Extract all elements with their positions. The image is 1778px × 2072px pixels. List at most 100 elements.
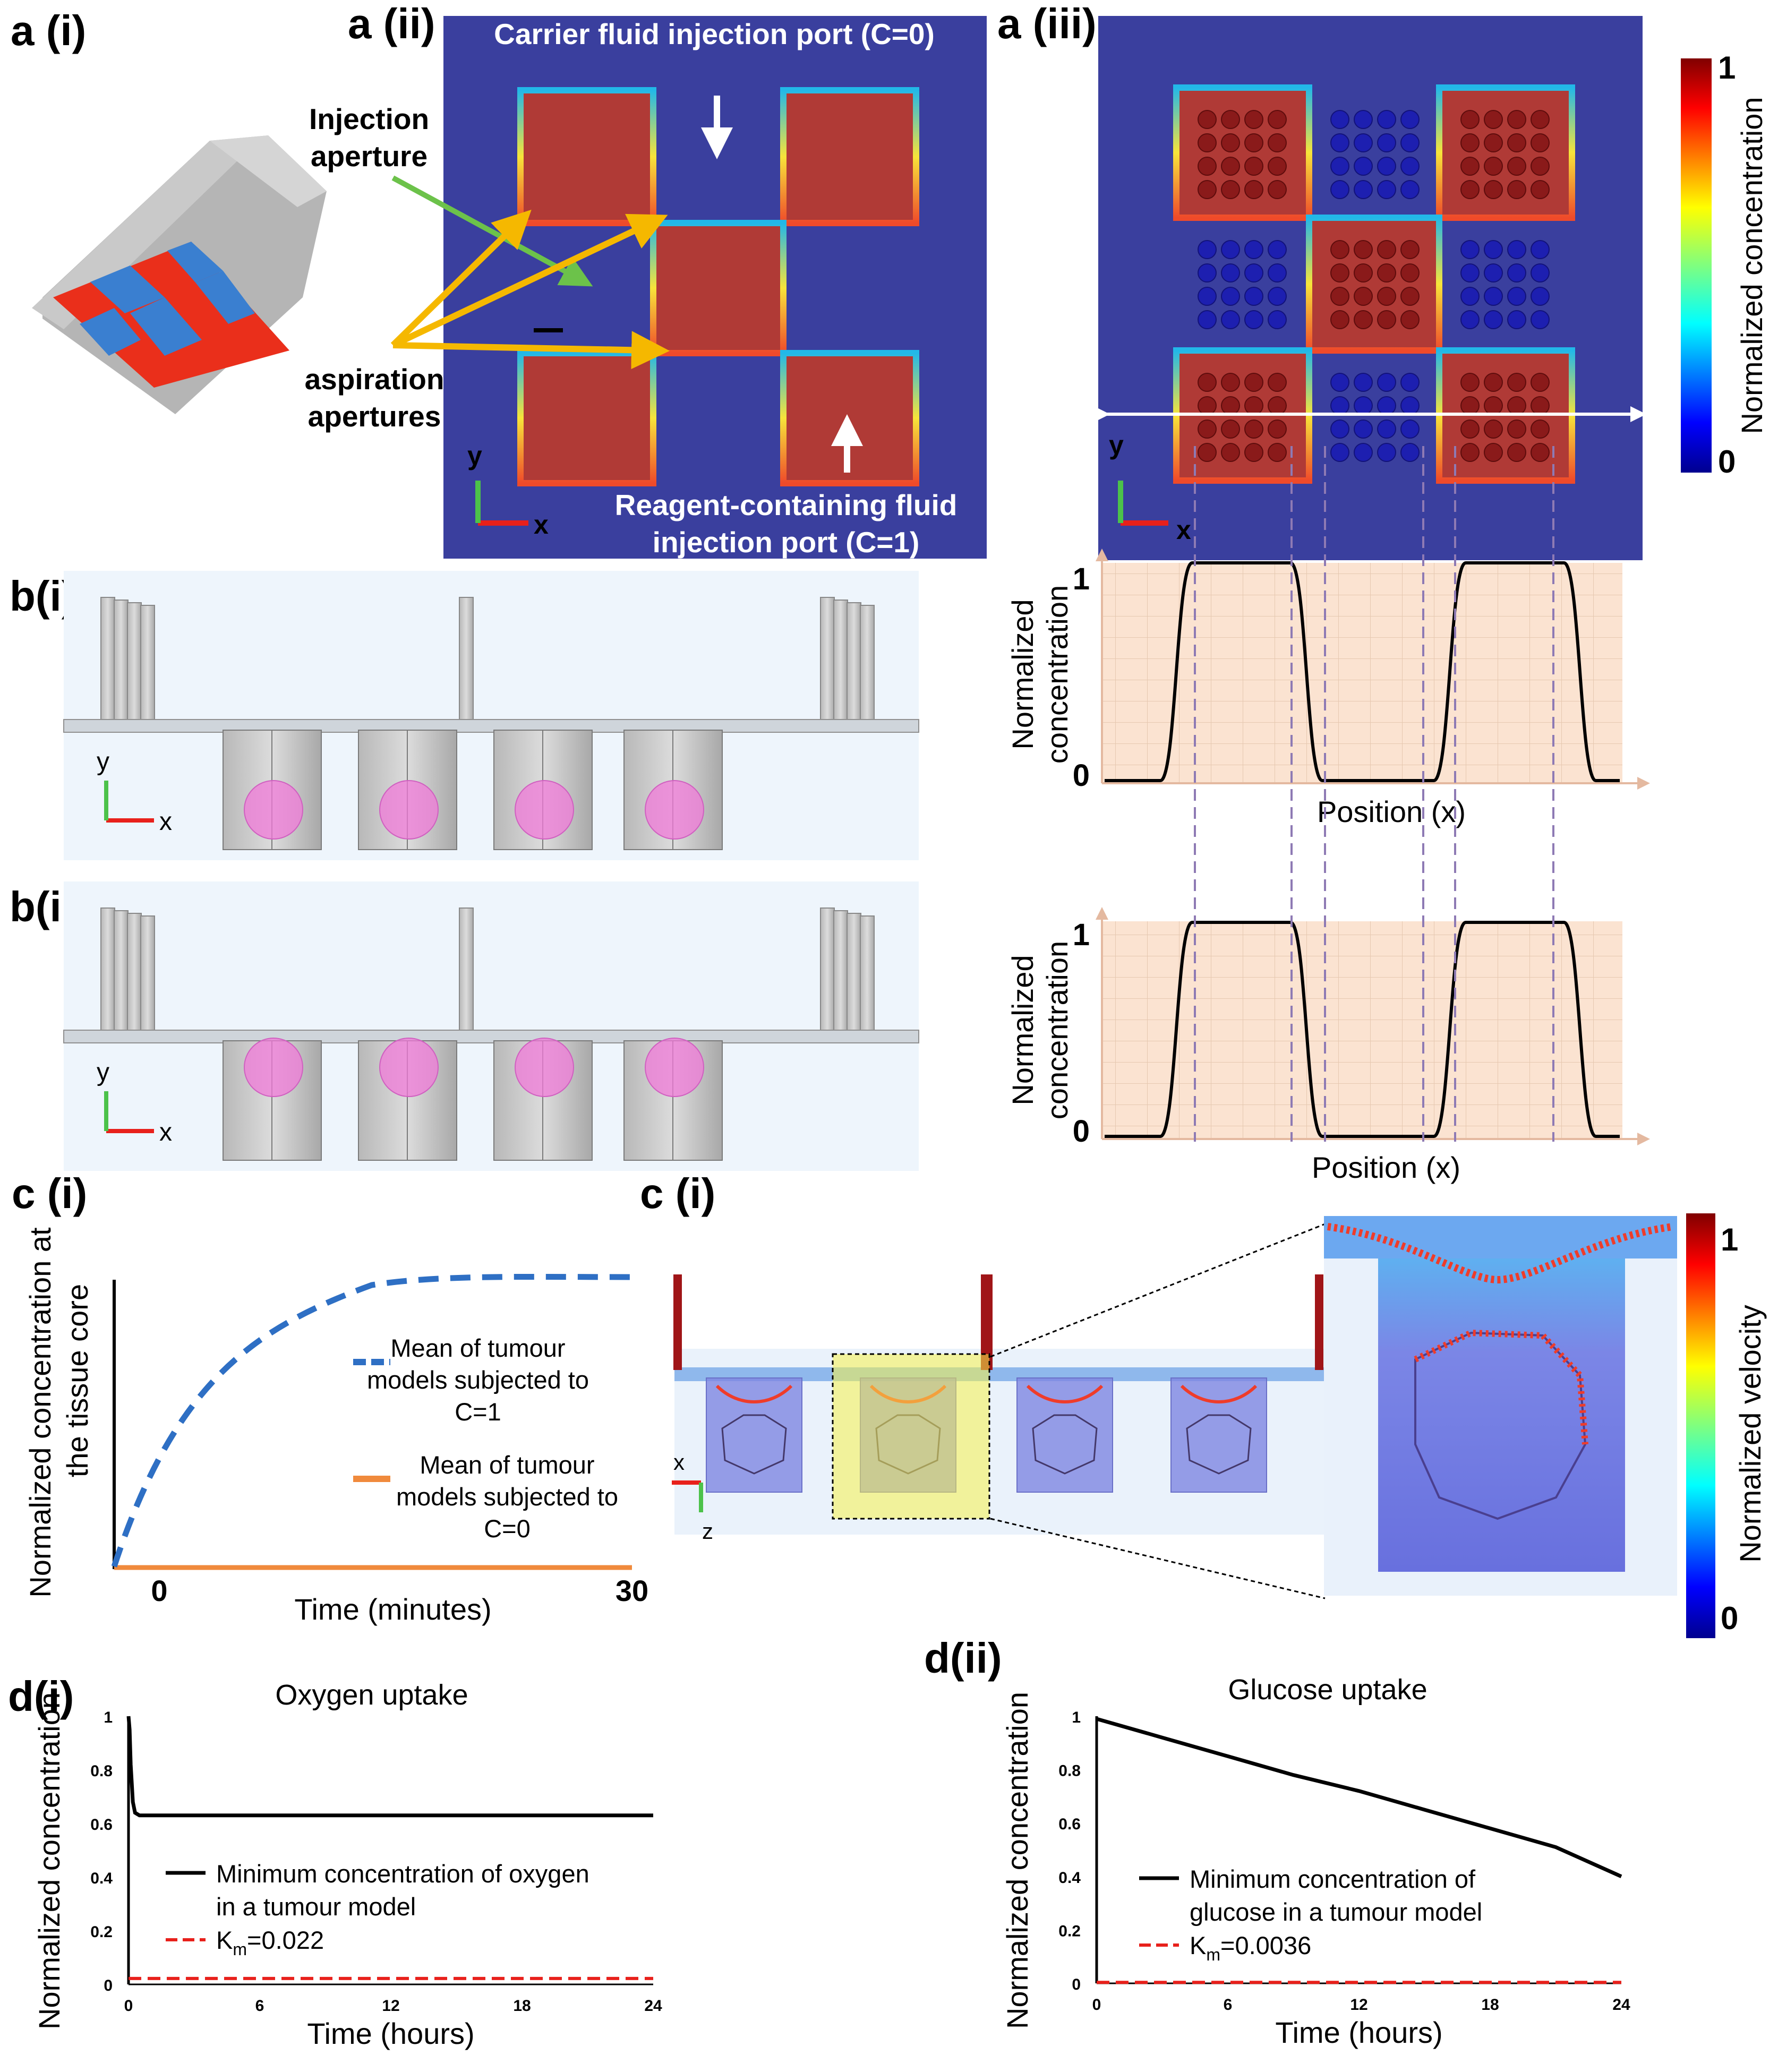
- well-dot: [1354, 287, 1373, 306]
- well-dot: [1354, 443, 1373, 462]
- tumour-spheroid: [244, 780, 303, 840]
- well-dot: [1198, 180, 1217, 199]
- well-dot: [1377, 287, 1396, 306]
- well-dot: [1244, 396, 1263, 415]
- well-dot: [1354, 180, 1373, 199]
- svg-text:1: 1: [1721, 1222, 1738, 1257]
- series-line-1: [126, 1716, 653, 1818]
- well-dot: [1198, 373, 1217, 392]
- well-dot: [1354, 110, 1373, 129]
- well-dot: [1400, 240, 1420, 259]
- well-dot: [1377, 396, 1396, 415]
- sim-map-a-iii: x y: [1094, 16, 1646, 560]
- pipette: [860, 605, 875, 723]
- tumour-spheroid: [645, 1038, 704, 1097]
- spheroid-outline: [1186, 1414, 1252, 1475]
- well-dot: [1354, 419, 1373, 439]
- axis-indicator-a-iii: x y: [1109, 430, 1191, 545]
- svg-text:Position (x): Position (x): [1317, 795, 1466, 828]
- well-dot: [1460, 133, 1480, 152]
- well-dot: [1330, 443, 1349, 462]
- well-dot: [1198, 240, 1217, 259]
- well-dot: [1531, 180, 1550, 199]
- svg-text:1: 1: [1073, 918, 1090, 952]
- well-dot: [1531, 287, 1550, 306]
- panel-label-c-i-right: c (i): [640, 1170, 715, 1217]
- well-dot: [1268, 419, 1287, 439]
- well-dot: [1221, 263, 1240, 282]
- well-dot: [1484, 310, 1503, 329]
- pipette: [100, 907, 115, 1033]
- well-dot: [1268, 310, 1287, 329]
- tumour-spheroid: [515, 780, 574, 840]
- x-tick-label: 6: [255, 1997, 264, 2015]
- well-dot: [1198, 263, 1217, 282]
- y-tick-label: 0.4: [1058, 1869, 1081, 1887]
- well-dot: [1244, 419, 1263, 439]
- svg-text:Normalized concentration at: Normalized concentration at: [23, 1227, 57, 1598]
- svg-text:z: z: [702, 1519, 713, 1544]
- well-dot: [1330, 110, 1349, 129]
- colorbar-velocity: 1 0 Normalized velocity: [1686, 1213, 1767, 1638]
- x-tick-label: 6: [1224, 1996, 1233, 2014]
- well-dot: [1460, 443, 1480, 462]
- legend-label-2: Km=0.022: [216, 1926, 324, 1959]
- panel-label-d-ii: d(ii): [924, 1634, 1002, 1682]
- tumour-spheroid: [645, 780, 704, 840]
- profile-plot-top: 1 0 Normalized concentration Position (x…: [1006, 549, 1650, 828]
- well-dot: [1354, 157, 1373, 176]
- well-dot: [1484, 419, 1503, 439]
- well-dot: [1221, 110, 1240, 129]
- well-dot: [1198, 443, 1217, 462]
- velocity-well: [1016, 1377, 1113, 1493]
- well-dot: [1330, 310, 1349, 329]
- chart-title: Glucose uptake: [1228, 1674, 1427, 1706]
- x-tick-label: 12: [1350, 1996, 1367, 2014]
- well-dot: [1268, 240, 1287, 259]
- svg-text:Mean of tumour: Mean of tumour: [390, 1334, 565, 1362]
- well-dot: [1198, 110, 1217, 129]
- well-dot: [1507, 287, 1526, 306]
- well-dot: [1330, 396, 1349, 415]
- well-dot: [1330, 373, 1349, 392]
- well-dot: [1330, 263, 1349, 282]
- well-dot: [1460, 263, 1480, 282]
- velocity-well: [706, 1377, 802, 1493]
- y-tick-label: 0.2: [90, 1923, 113, 1941]
- y-tick-label: 0: [1072, 1976, 1081, 1993]
- tumour-spheroid: [379, 780, 439, 840]
- well-dot: [1244, 157, 1263, 176]
- well-dot: [1531, 263, 1550, 282]
- injection-aperture-label-2: aperture: [311, 140, 428, 173]
- well-dot: [1507, 110, 1526, 129]
- x-tick-label: 24: [644, 1997, 662, 2015]
- well-dot: [1460, 240, 1480, 259]
- well-dot: [1400, 180, 1420, 199]
- pipette: [114, 910, 129, 1033]
- well-dot: [1221, 157, 1240, 176]
- svg-text:Time (minutes): Time (minutes): [294, 1592, 491, 1626]
- well-dot: [1198, 310, 1217, 329]
- pipette: [127, 602, 142, 723]
- svg-text:0: 0: [1721, 1600, 1738, 1636]
- flow-vectors: [1180, 1384, 1258, 1403]
- cross-section-b-ii: xy: [63, 881, 919, 1171]
- well-dot: [1400, 287, 1420, 306]
- cross-section-b-i: xy: [63, 571, 919, 860]
- svg-text:Normalized: Normalized: [1006, 955, 1039, 1105]
- profile-guide-lines: [1194, 446, 1554, 1142]
- well-dot: [1354, 310, 1373, 329]
- channel: [63, 1030, 919, 1043]
- svg-text:x: x: [534, 510, 549, 540]
- pipette: [820, 907, 835, 1033]
- well-dot: [1400, 396, 1420, 415]
- svg-text:0: 0: [1073, 1114, 1090, 1149]
- svg-text:0: 0: [1073, 758, 1090, 793]
- well-dot: [1460, 419, 1480, 439]
- well-dot: [1377, 263, 1396, 282]
- y-tick-label: 0.4: [90, 1870, 113, 1887]
- svg-text:x: x: [673, 1450, 685, 1475]
